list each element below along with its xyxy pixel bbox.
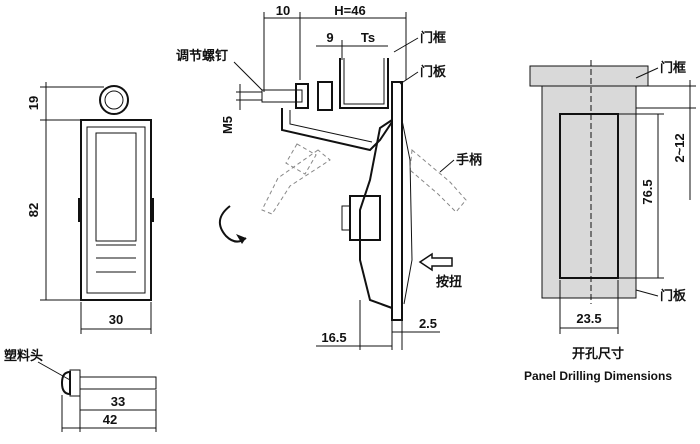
panel-plate [541, 85, 637, 299]
frame-strip [529, 65, 649, 87]
dim-23-5: 23.5 [576, 311, 601, 326]
leader-line [393, 37, 419, 53]
dim-2-12: 2~12 [672, 133, 687, 162]
nut-shape [295, 83, 309, 109]
label-cutout-frame: 门框 [660, 60, 686, 76]
front-view: 19 82 30 [26, 82, 154, 334]
cutout-hole [559, 113, 619, 279]
nut-shape [317, 81, 333, 111]
dim-33: 33 [111, 394, 125, 409]
lever-arm-inner [289, 110, 373, 143]
label-adjust-screw: 调节螺钉 [176, 48, 228, 64]
leader-line [635, 67, 659, 79]
dim-9: 9 [326, 30, 333, 45]
side-tab [150, 198, 154, 222]
dim-10: 10 [276, 3, 290, 18]
pin-shape [79, 376, 157, 390]
side-view: 10 H=46 9 Ts 门框 门板 调节螺钉 M5 [176, 3, 482, 350]
label-cutout-panel: 门板 [660, 288, 687, 304]
label-handle: 手柄 [456, 152, 482, 168]
push-arrow-icon [418, 252, 453, 272]
housing-front [401, 119, 413, 305]
body-inner-outline [86, 126, 146, 294]
dim-2-5: 2.5 [419, 316, 437, 331]
dim-30: 30 [109, 312, 123, 327]
dim-76-5: 76.5 [640, 179, 655, 204]
ring-inner-shape [104, 90, 124, 110]
side-tab [78, 198, 82, 222]
leader-line [233, 61, 263, 91]
leader-line [439, 159, 455, 173]
caption-en: Panel Drilling Dimensions [524, 369, 672, 383]
cutout-view: 门框 门板 2~12 76.5 23.5 开孔尺寸 Panel Drilling… [524, 60, 696, 383]
knob-ghost [285, 143, 317, 175]
dim-19: 19 [26, 96, 41, 110]
lever-arm [281, 108, 393, 152]
label-frame: 门框 [420, 30, 446, 46]
door-panel [391, 81, 403, 321]
leader-line [635, 289, 659, 297]
dim-ts: Ts [361, 30, 375, 45]
screw-shape [261, 89, 303, 103]
cam-pin [341, 205, 351, 231]
arrowhead-icon [236, 234, 246, 244]
cam-block [349, 195, 381, 241]
dim-82: 82 [26, 203, 41, 217]
rotate-arrow-icon [219, 205, 247, 243]
leader-line [37, 361, 71, 381]
caption-cn: 开孔尺寸 [572, 346, 624, 362]
body-window [95, 132, 137, 242]
handle-ghost [261, 149, 331, 215]
plastic-head-view: 塑料头 33 42 [4, 348, 157, 432]
body-outline [80, 119, 152, 301]
handle-ghost [409, 149, 467, 213]
housing-outline [359, 119, 393, 309]
frame-bracket [339, 58, 389, 109]
dim-42: 42 [103, 412, 117, 427]
label-button: 按扭 [436, 274, 462, 290]
frame-bracket-inner [343, 58, 385, 105]
knob-shape [60, 370, 71, 396]
ring-shape [99, 85, 129, 115]
dim-h46: H=46 [334, 3, 365, 18]
label-plastic-head: 塑料头 [4, 348, 43, 364]
label-panel: 门板 [420, 64, 447, 80]
knob-collar [69, 369, 81, 397]
dim-16-5: 16.5 [321, 330, 346, 345]
dim-m5: M5 [220, 116, 235, 134]
